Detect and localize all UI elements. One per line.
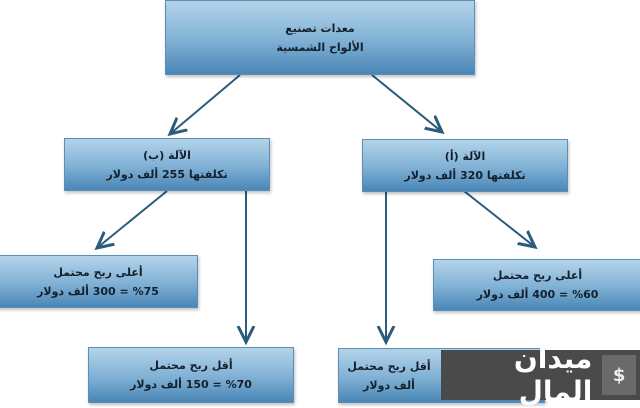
arrow-top-to-b [170,74,241,134]
root-line1: معدات تصنيع [285,21,355,35]
a-high-title: أعلى ربح محتمل [492,269,583,282]
machine-a-high-node: أعلى ربح محتمل %60 = 400 ألف دولار [433,259,640,311]
arrow-a-to-high [463,190,535,247]
machine-b-title: الآلة (ب) [143,148,191,162]
machine-b-node: الآلة (ب) تكلفتها 255 ألف دولار [64,138,270,191]
a-low-value: ألف دولار [363,378,415,392]
wallet-dollar-icon: $ [602,355,636,395]
watermark: $ ميدان المال [441,342,640,408]
machine-b-cost: تكلفتها 255 ألف دولار [106,167,228,181]
b-low-title: أقل ربح محتمل [149,359,233,372]
dollar-symbol: $ [612,364,626,386]
machine-b-high-node: أعلى ربح محتمل %75 = 300 ألف دولار [0,255,198,308]
b-high-title: أعلى ربح محتمل [53,265,143,279]
b-high-value: %75 = 300 ألف دولار [37,284,159,298]
arrow-b-to-high [97,190,168,248]
machine-a-node: الآلة (أ) تكلفتها 320 ألف دولار [362,139,568,192]
a-low-content: أقل ربح محتمل ألف دولار [339,349,439,402]
watermark-text: ميدان المال [513,342,593,408]
a-high-value: %60 = 400 ألف دولار [476,288,599,301]
root-node: معدات تصنيع الألواح الشمسية [165,0,475,75]
root-line2: الألواح الشمسية [276,40,364,54]
machine-a-cost: تكلفتها 320 ألف دولار [404,168,526,182]
a-low-title: أقل ربح محتمل [347,359,431,373]
b-low-value: %70 = 150 ألف دولار [130,378,252,391]
arrow-top-to-a [371,74,442,132]
machine-b-low-node: أقل ربح محتمل %70 = 150 ألف دولار [88,347,294,403]
machine-a-title: الآلة (أ) [444,149,486,163]
